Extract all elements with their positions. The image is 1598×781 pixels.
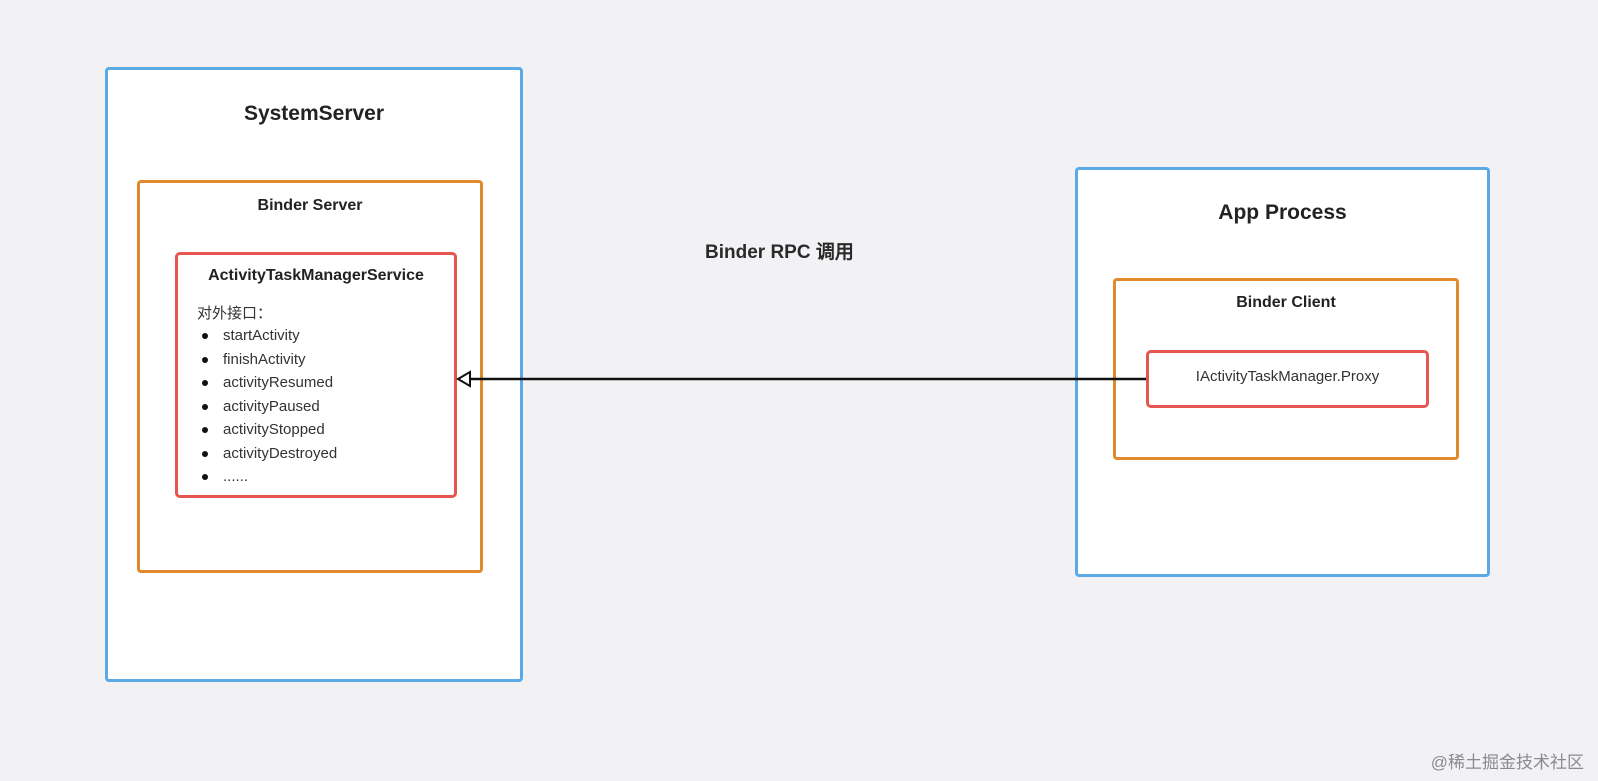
method-item: finishActivity <box>196 348 337 372</box>
method-name: finishActivity <box>223 350 306 368</box>
method-item: ...... <box>196 465 337 489</box>
bullet-icon <box>202 333 208 339</box>
activity-task-manager-service-box: ActivityTaskManagerService 对外接口： startAc… <box>175 252 457 498</box>
interface-label: 对外接口： <box>197 305 273 322</box>
bullet-icon <box>202 403 208 410</box>
bullet-icon <box>202 356 208 363</box>
method-name: activityDestroyed <box>223 444 338 462</box>
bullet-icon <box>202 380 208 386</box>
binder-client-title: Binder Client <box>1236 294 1336 311</box>
binder-server-title: Binder Server <box>257 197 363 214</box>
method-name: activityStopped <box>223 421 325 438</box>
proxy-title: IActivityTaskManager.Proxy <box>1195 368 1380 385</box>
system-server-title: SystemServer <box>243 102 385 125</box>
watermark: @稀土掘金技术社区 <box>1430 753 1584 772</box>
method-item: activityResumed <box>196 371 337 395</box>
method-item: activityPaused <box>196 395 337 419</box>
bullet-icon <box>202 474 208 480</box>
arrowhead-icon <box>456 370 471 388</box>
method-list: startActivity finishActivity activityRes… <box>196 324 337 489</box>
bullet-icon <box>202 427 208 433</box>
service-title: ActivityTaskManagerService <box>208 267 424 284</box>
method-name: activityResumed <box>223 374 334 391</box>
method-name: startActivity <box>223 327 300 344</box>
method-item: activityStopped <box>196 418 337 442</box>
method-item: activityDestroyed <box>196 442 337 466</box>
app-process-title: App Process <box>1218 201 1347 224</box>
proxy-box: IActivityTaskManager.Proxy <box>1146 350 1429 408</box>
binder-rpc-label: Binder RPC 调用 <box>705 242 854 263</box>
method-item: startActivity <box>196 324 337 348</box>
method-name: ...... <box>223 468 249 485</box>
bullet-icon <box>202 450 208 457</box>
method-name: activityPaused <box>223 397 320 415</box>
